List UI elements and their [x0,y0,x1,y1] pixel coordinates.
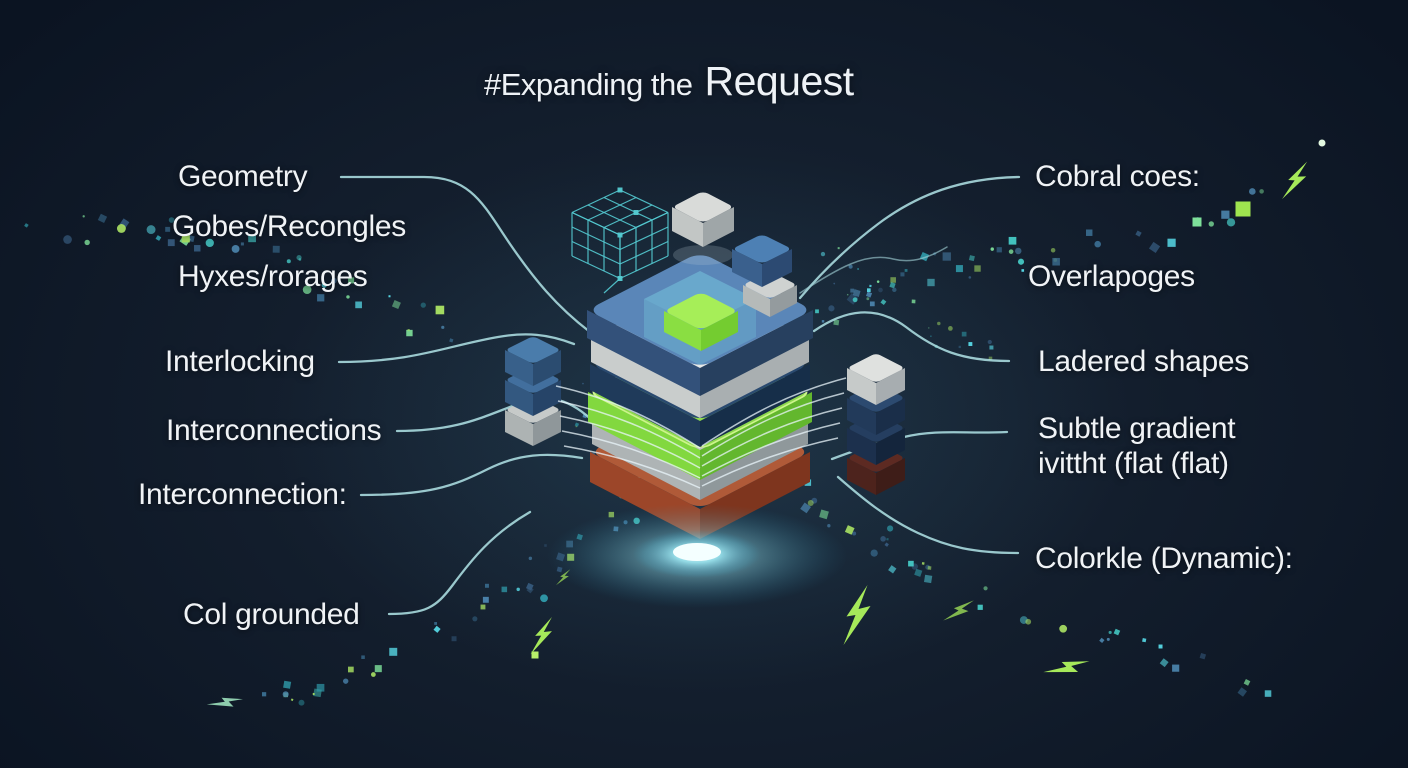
particle-field [24,139,1326,706]
connector-interconnection [359,453,584,497]
label-overlapoges: Overlapoges [1028,260,1195,293]
floating-cubes [505,192,905,495]
lightning-bolt-icon [1282,161,1308,200]
lightning-bolts [206,161,1308,707]
motion-streaks [555,377,847,489]
label-col-grounded: Col grounded [183,598,360,631]
lightning-bolt-icon [206,697,243,707]
label-colorkle-dynamic: Colorkle (Dynamic): [1035,542,1293,575]
floating-gray-cube [672,192,734,247]
label-geometry: Geometry [178,160,308,193]
label-gobes-recongles: Gobes/Recongles [172,210,406,243]
label-interconnections: Interconnections [166,414,382,447]
connector-overlapoges [799,246,948,294]
lightning-bolt-icon [843,585,871,645]
connector-interlocking [337,333,576,364]
green-core-cube [664,293,738,351]
floating-blue-cube [732,235,792,287]
base-glow [547,504,847,608]
subtle-gradient-line2: ivittht (flat (flat) [1038,447,1229,480]
lightning-bolt-icon [530,616,552,655]
connector-colorkle [836,475,1020,555]
title-emphasis: Request [704,58,854,104]
lightning-bolt-icon [1043,661,1090,673]
connector-col-grounded [387,510,532,616]
lightning-bolt-icon [943,600,974,621]
connector-cobral [798,175,1021,300]
connector-geometry [339,175,592,334]
wireframe-cube-icon [571,187,669,294]
page-title: #Expanding the Request [484,58,854,105]
label-cobral-coes: Cobral coes: [1035,160,1200,193]
label-hyxes-rorages: Hyxes/rorages [178,260,368,293]
label-interlocking: Interlocking [165,345,315,378]
left-stack-cube-1 [505,337,561,386]
label-ladered-shapes: Ladered shapes [1038,345,1249,378]
title-prefix: #Expanding the [484,67,693,102]
subtle-gradient-line1: Subtle gradient [1038,412,1236,445]
right-stack-cube-1 [847,354,905,405]
connector-ladered [812,311,1011,363]
label-subtle-gradient: Subtle gradient ivittht (flat (flat) [1038,411,1236,481]
label-interconnection: Interconnection: [138,478,347,511]
connector-lines [337,175,1021,616]
cube-reflection [673,245,733,265]
